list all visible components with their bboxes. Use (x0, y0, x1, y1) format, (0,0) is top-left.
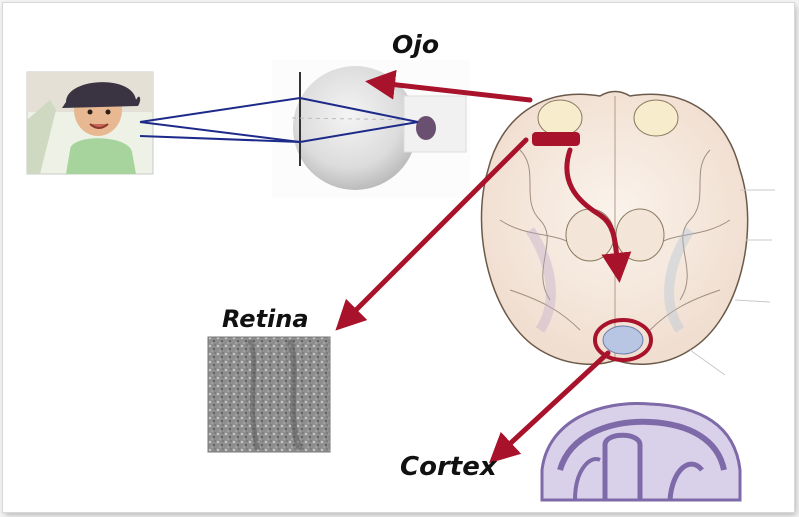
eye-label: Ojo (392, 30, 439, 59)
optic-chiasm-highlight (532, 132, 580, 146)
cortex-label: Cortex (400, 452, 497, 482)
retina-label: Retina (222, 305, 309, 333)
cortex-section-stain (542, 404, 740, 500)
retina-micrograph (208, 337, 330, 452)
child-photo (27, 72, 153, 174)
brain-ventral-view (481, 92, 775, 376)
inverted-image (416, 116, 436, 140)
